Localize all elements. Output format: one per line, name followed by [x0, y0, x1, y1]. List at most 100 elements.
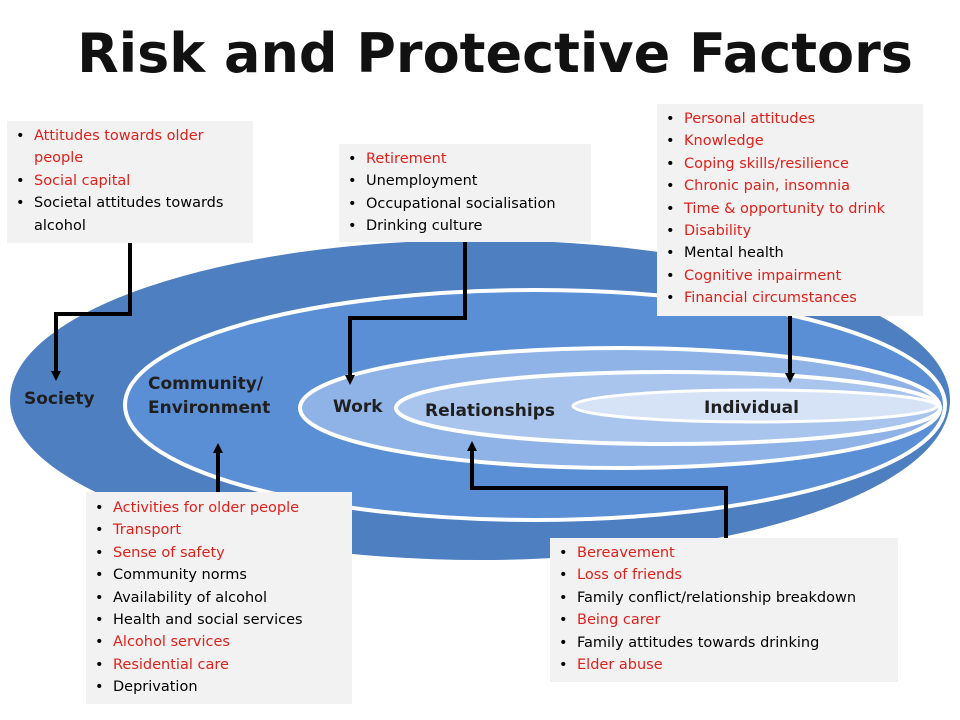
individual-factors-box: • Personal attitudes • Knowledge • Coping ski…	[657, 104, 923, 316]
factor-text: Retirement	[366, 151, 447, 167]
work-factors-box: •Retirement•Unemployment•Occupational so…	[339, 144, 591, 242]
factor-item: •Residential care	[86, 654, 352, 676]
society-factors-list: • Attitudes towards older people • Social c…	[7, 125, 245, 237]
bullet-icon: •	[95, 522, 104, 539]
bullet-icon: •	[666, 111, 675, 127]
factor-text: Attitudes towards older people	[34, 128, 204, 167]
factor-item: •Availability of alcohol	[86, 587, 352, 609]
factor-item: • Coping skills/resilience	[657, 153, 923, 175]
factor-text: Bereavement	[577, 545, 675, 561]
work-factors-list: •Retirement•Unemployment•Occupational so…	[339, 148, 591, 238]
factor-text: Drinking culture	[366, 218, 483, 235]
factor-text: Time & opportunity to drink	[684, 200, 886, 217]
bullet-icon: •	[666, 178, 675, 195]
factor-text: Chronic pain, insomnia	[684, 178, 851, 195]
factor-text: Societal attitudes towards alcohol	[34, 195, 224, 234]
factor-text: Family attitudes towards drinking	[577, 634, 820, 651]
factor-item: •Loss of friends	[550, 564, 898, 586]
factor-text: Sense of safety	[113, 544, 225, 561]
bullet-icon: •	[95, 500, 104, 516]
relationships-connector-arrow	[467, 441, 728, 540]
bullet-icon: •	[16, 195, 25, 212]
factor-text: Deprivation	[113, 679, 198, 696]
bullet-icon: •	[559, 634, 568, 651]
factor-text: Availability of alcohol	[113, 589, 268, 606]
factor-text: Knowledge	[684, 133, 764, 150]
society-connector-arrow	[51, 240, 132, 381]
bullet-icon: •	[559, 545, 568, 561]
factor-item: •Alcohol services	[86, 631, 352, 653]
factor-text: Social capital	[34, 172, 131, 189]
factor-item: • Social capital	[7, 170, 245, 192]
bullet-icon: •	[666, 245, 675, 262]
individual-label: Individual	[704, 398, 799, 418]
factor-text: Elder abuse	[577, 657, 663, 674]
bullet-icon: •	[666, 223, 675, 240]
bullet-icon: •	[559, 612, 568, 629]
factor-item: • Time & opportunity to drink	[657, 198, 923, 220]
factor-item: • Knowledge	[657, 130, 923, 152]
factor-item: • Retirement	[339, 148, 591, 170]
bullet-icon: •	[666, 133, 675, 150]
factor-text: Activities for older people	[113, 500, 300, 516]
individual-ring	[571, 388, 939, 424]
bullet-icon: •	[95, 544, 104, 561]
bullet-icon: •	[559, 589, 568, 606]
factor-item: •Cognitive impairment	[657, 265, 923, 287]
bullet-icon: •	[95, 612, 104, 629]
factor-text: Family conflict/relationship breakdown	[577, 589, 857, 606]
community-factors-list: • Activities for older people • Transport • S…	[86, 497, 352, 699]
factor-text: Personal attitudes	[684, 111, 816, 127]
factor-text: Being carer	[577, 612, 661, 629]
bullet-icon: •	[16, 172, 25, 189]
bullet-icon: •	[559, 567, 568, 584]
factor-item: •Deprivation	[86, 676, 352, 698]
factor-item: • Family conflict/relationship breakdown	[550, 587, 898, 609]
community-factors-box: • Activities for older people • Transport • S…	[86, 492, 352, 704]
factor-item: • Sense of safety	[86, 542, 352, 564]
bullet-icon: •	[666, 155, 675, 172]
factor-item: • Attitudes towards older people	[7, 125, 245, 170]
factor-item: • Personal attitudes	[657, 108, 923, 130]
factor-item: • Financial circumstances	[657, 287, 923, 309]
bullet-icon: •	[348, 151, 357, 167]
bullet-icon: •	[95, 656, 104, 673]
factor-item: • Activities for older people	[86, 497, 352, 519]
bullet-icon: •	[16, 128, 25, 144]
bullet-icon: •	[666, 290, 675, 307]
individual-factors-list: • Personal attitudes • Knowledge • Coping ski…	[657, 108, 923, 310]
factor-text: Disability	[684, 223, 752, 240]
factor-item: • Transport	[86, 519, 352, 541]
factor-item: • Family attitudes towards drinking	[550, 632, 898, 654]
community-label: Community/ Environment	[148, 372, 270, 420]
factor-item: • Elder abuse	[550, 654, 898, 676]
factor-text: Mental health	[684, 245, 784, 262]
factor-item: • Mental health	[657, 242, 923, 264]
community-label-line1: Community/	[148, 374, 264, 394]
factor-item: • Health and social services	[86, 609, 352, 631]
factor-text: Financial circumstances	[684, 290, 857, 307]
relationships-label: Relationships	[425, 401, 555, 421]
factor-text: Health and social services	[113, 612, 303, 629]
relationships-factors-list: •Bereavement•Loss of friends•Family conf…	[550, 542, 898, 676]
factor-text: Alcohol services	[113, 634, 230, 651]
society-label: Society	[24, 389, 95, 409]
factor-text: Community norms	[113, 567, 247, 584]
factor-item: •Unemployment	[339, 170, 591, 192]
factor-text: Cognitive impairment	[684, 267, 842, 284]
factor-item: • Occupational socialisation	[339, 193, 591, 215]
bullet-icon: •	[348, 195, 357, 212]
factor-text: Occupational socialisation	[366, 195, 556, 212]
relationships-factors-box: •Bereavement•Loss of friends•Family conf…	[550, 538, 898, 682]
bullet-icon: •	[666, 200, 675, 217]
factor-text: Coping skills/resilience	[684, 155, 849, 172]
factor-text: Transport	[113, 522, 182, 539]
society-factors-box: • Attitudes towards older people • Social c…	[7, 121, 253, 243]
page-title: Risk and Protective Factors	[77, 22, 913, 85]
factor-item: • Societal attitudes towards alcohol	[7, 192, 245, 237]
bullet-icon: •	[559, 657, 568, 674]
community-label-line2: Environment	[148, 398, 271, 418]
bullet-icon: •	[95, 567, 104, 584]
bullet-icon: •	[348, 173, 357, 190]
